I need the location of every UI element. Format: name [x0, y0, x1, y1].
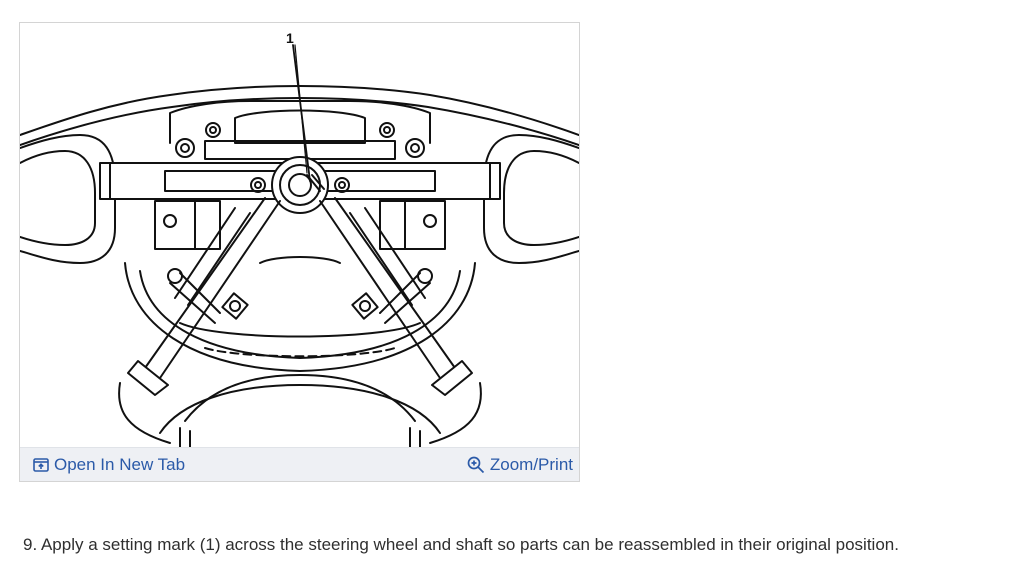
open-in-new-tab-icon	[33, 458, 49, 472]
callout-number: 1	[286, 30, 294, 46]
zoom-print-label: Zoom/Print	[489, 455, 573, 474]
open-new-tab-label: Open In New Tab	[54, 455, 186, 474]
zoom-in-icon	[467, 456, 485, 474]
steering-wheel-diagram: 1	[20, 23, 579, 447]
instruction-step-text: 9. Apply a setting mark (1) across the s…	[23, 535, 899, 554]
figure-toolbar: Open In New Tab Zoom/Print	[20, 447, 579, 481]
zoom-print-link[interactable]: Zoom/Print	[467, 455, 573, 475]
open-new-tab-link[interactable]: Open In New Tab	[33, 455, 185, 475]
figure-card: 1 Open In New Tab Zoom/Print	[19, 22, 580, 482]
